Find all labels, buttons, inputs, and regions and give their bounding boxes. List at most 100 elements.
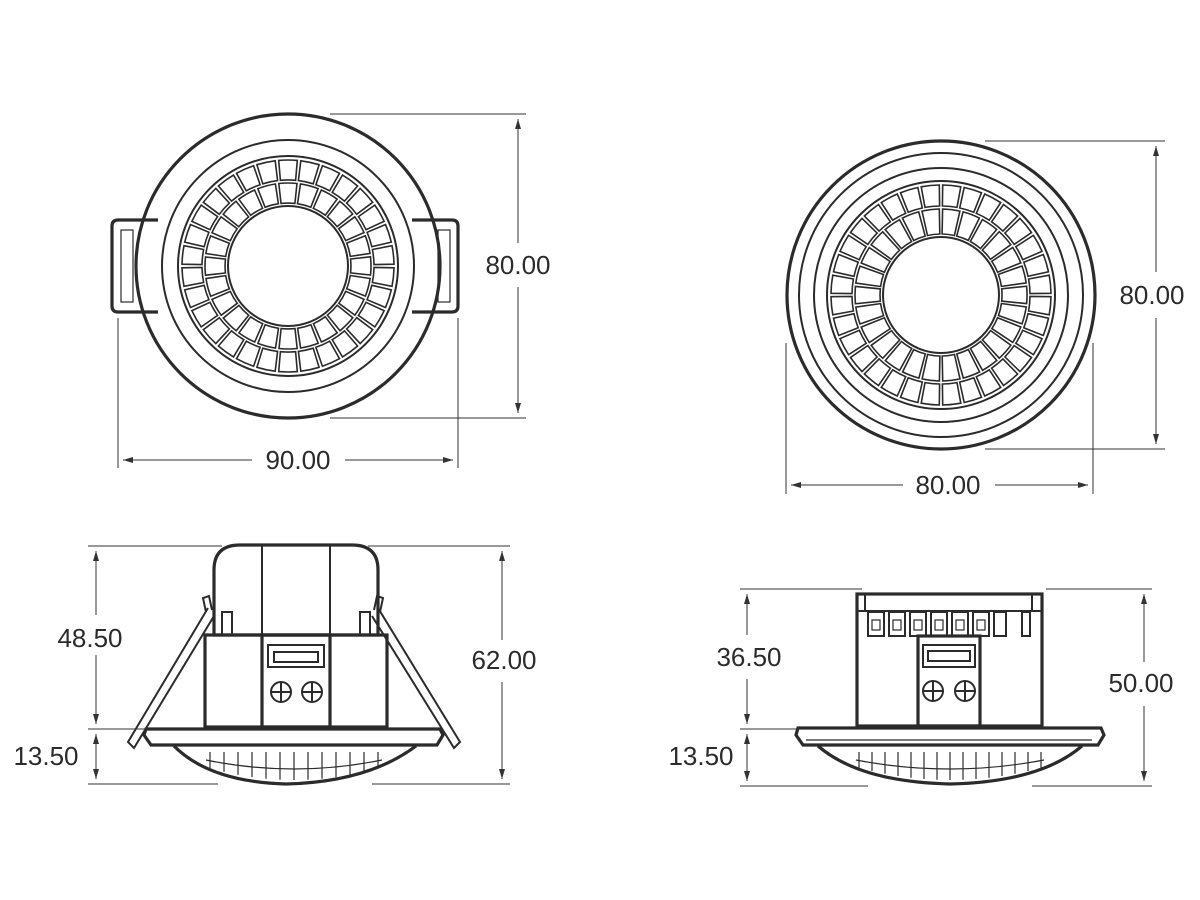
terminal-slot bbox=[951, 611, 969, 637]
terminal-contact bbox=[976, 619, 986, 631]
lens-segment bbox=[990, 357, 1019, 387]
lens-segment bbox=[832, 253, 860, 278]
terminal-contact bbox=[913, 619, 923, 631]
lens-segment bbox=[1014, 329, 1044, 356]
lens-segment bbox=[884, 340, 913, 372]
lens-segment bbox=[312, 188, 339, 217]
bezel-outer-ring bbox=[134, 112, 442, 420]
terminal-contact bbox=[955, 619, 965, 631]
lens-segment bbox=[838, 329, 868, 356]
cover-rim bbox=[798, 152, 1084, 438]
lens-outer-edge bbox=[826, 180, 1056, 410]
lens-segment bbox=[371, 266, 395, 288]
terminal-contact bbox=[871, 619, 881, 631]
spring-clip-left bbox=[126, 594, 215, 750]
cover-inner-ring bbox=[813, 167, 1069, 423]
lens-segment bbox=[345, 234, 371, 258]
terminal-slot bbox=[867, 611, 885, 637]
terminal-slot bbox=[972, 611, 990, 637]
lens-segment bbox=[222, 200, 250, 228]
lens-segment bbox=[366, 284, 393, 309]
dimension-height-top-right: 80.00 bbox=[985, 140, 1185, 450]
dimension-label: 80.00 bbox=[915, 470, 980, 500]
lens-segment bbox=[204, 234, 231, 258]
lens-segment bbox=[854, 285, 882, 305]
lens-segment bbox=[975, 368, 1002, 398]
terminal-slot bbox=[909, 611, 927, 637]
lens-segment bbox=[237, 315, 264, 344]
bezel-inner-ring bbox=[161, 139, 415, 393]
lens-segment bbox=[345, 274, 372, 298]
lens-segment bbox=[921, 208, 941, 237]
lens-segment bbox=[1014, 234, 1044, 261]
lens-segment bbox=[830, 295, 855, 316]
lens-segment bbox=[997, 264, 1028, 288]
top-view-left bbox=[110, 112, 460, 420]
lens-segment bbox=[863, 357, 892, 387]
lens-segment bbox=[181, 244, 205, 266]
dimension-lower-side-right: 13.50 bbox=[668, 734, 868, 787]
lens-segment bbox=[312, 315, 339, 344]
lens-center-circle bbox=[227, 205, 349, 327]
lens-segment bbox=[830, 274, 855, 295]
lens-segment bbox=[183, 284, 210, 309]
dome-ring-line bbox=[855, 759, 1045, 770]
lens-segment bbox=[899, 376, 924, 404]
lens-segment bbox=[920, 381, 941, 406]
dimension-label: 90.00 bbox=[265, 445, 330, 475]
terminal-block bbox=[260, 633, 332, 729]
terminal-contact bbox=[934, 619, 944, 631]
lens-segment bbox=[217, 329, 245, 358]
lens-dome-segments bbox=[205, 752, 383, 780]
lens-segment bbox=[955, 210, 981, 242]
lens-segment bbox=[870, 329, 901, 360]
side-view-left bbox=[126, 543, 462, 786]
dimension-total-side-left: 62.00 bbox=[368, 545, 537, 785]
lens-segment bbox=[297, 159, 321, 185]
lens-segment bbox=[860, 316, 892, 344]
lens-segment bbox=[237, 188, 264, 217]
cover-flange bbox=[794, 726, 1106, 747]
dimension-width-top-left: 90.00 bbox=[117, 318, 459, 475]
lens-segment bbox=[255, 347, 279, 373]
lens-segment bbox=[255, 159, 279, 185]
mounting-clip-right bbox=[412, 218, 460, 314]
lens-segment bbox=[277, 159, 299, 182]
dimension-label: 80.00 bbox=[1119, 280, 1184, 310]
lens-segment bbox=[849, 217, 879, 246]
lens-segment bbox=[941, 381, 962, 406]
lens-segment bbox=[899, 186, 924, 214]
fresnel-lens-segments bbox=[830, 184, 1052, 406]
side-view-right bbox=[794, 592, 1106, 786]
cover-outer-ring bbox=[785, 139, 1097, 451]
dimension-label: 36.50 bbox=[716, 642, 781, 672]
lens-segment bbox=[297, 347, 321, 373]
dimension-label: 50.00 bbox=[1108, 668, 1173, 698]
dimension-label: 13.50 bbox=[668, 741, 733, 771]
lens-segment bbox=[345, 316, 374, 345]
screw-icon bbox=[301, 681, 323, 703]
wire-entry-slot bbox=[922, 644, 976, 668]
dimension-upper-side-right: 36.50 bbox=[716, 588, 862, 730]
screw-icon bbox=[954, 680, 976, 702]
lens-segment bbox=[863, 203, 892, 233]
lens-dome bbox=[172, 744, 417, 786]
lens-segment bbox=[314, 340, 341, 368]
lens-segment bbox=[278, 327, 299, 350]
dimension-height-top-left: 80.00 bbox=[330, 113, 551, 419]
lens-segment bbox=[277, 182, 298, 205]
lens-segment bbox=[256, 323, 280, 350]
lens-segment bbox=[222, 304, 250, 332]
lens-dome bbox=[816, 744, 1084, 786]
terminal-housing bbox=[212, 543, 380, 637]
wire-entry-slot bbox=[267, 644, 325, 668]
lens-segment bbox=[210, 290, 239, 317]
dimension-width-top-right: 80.00 bbox=[785, 343, 1094, 500]
lens-segment bbox=[296, 182, 320, 209]
lens-segment bbox=[981, 329, 1013, 360]
lens-segment bbox=[901, 348, 927, 380]
lens-segment bbox=[314, 164, 341, 192]
lens-segment bbox=[235, 340, 262, 368]
lens-segment bbox=[190, 301, 219, 329]
cover-flange bbox=[142, 727, 445, 747]
